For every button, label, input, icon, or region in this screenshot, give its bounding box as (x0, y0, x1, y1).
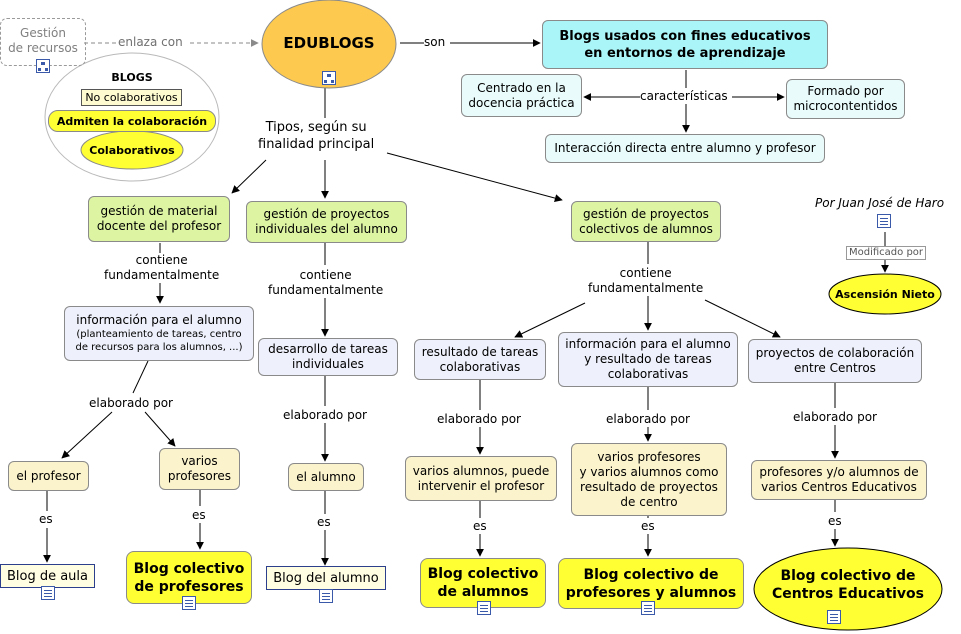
link-label-elaborado-4: elaborado por (606, 412, 690, 427)
link-label-contiene-1: contiene fundamentalmente (104, 253, 220, 283)
modifier-ellipse (828, 273, 942, 315)
main-title: EDUBLOGS (283, 33, 375, 52)
result-blog-profesores: Blog colectivo de profesores (126, 551, 252, 604)
definition-node: Blogs usados con fines educativos en ent… (542, 20, 828, 69)
link-label-caracteristicas: características (640, 89, 728, 104)
legend-item-allows-collaboration: Admiten la colaboración (48, 110, 216, 132)
author-several-teachers: varios profesores (159, 448, 240, 490)
author-student: el alumno (288, 463, 364, 491)
link-label-elaborado-3: elaborado por (437, 412, 521, 427)
document-icon[interactable] (641, 601, 655, 615)
document-icon[interactable] (319, 589, 333, 603)
link-label-es-2: es (192, 508, 206, 523)
author-students-teacher: varios alumnos, puede intervenir el prof… (405, 456, 557, 501)
result-blog-alumno: Blog del alumno (266, 566, 386, 590)
content-individual-tasks: desarrollo de tareas individuales (258, 338, 398, 376)
type-individual-projects: gestión de proyectos individuales del al… (246, 201, 407, 243)
link-label-son: son (424, 35, 446, 50)
content-info-and-tasks: información para el alumno y resultado d… (558, 332, 738, 387)
link-label-contiene-3: contiene fundamentalmente (588, 266, 704, 296)
feature-direct-interaction: Interacción directa entre alumno y profe… (545, 134, 825, 163)
document-icon[interactable] (41, 586, 55, 600)
type-teacher-material: gestión de material docente del profesor (88, 196, 230, 242)
feature-microcontent: Formado por microcontentidos (786, 79, 905, 119)
link-label-enlaza: enlaza con (118, 35, 183, 50)
legend-item-collaborative: Colaborativos (89, 143, 175, 157)
content-inter-center-projects: proyectos de colaboración entre Centros (748, 339, 922, 383)
author-credit: Por Juan José de Haro (815, 196, 945, 211)
concept-map-icon[interactable] (36, 59, 50, 73)
content-student-info-title: información para el alumno (76, 313, 242, 327)
legend-title: BLOGS (111, 71, 153, 84)
blog-centros-ellipse (753, 547, 943, 631)
author-multi-center: profesores y/o alumnos de varios Centros… (751, 460, 927, 500)
link-label-es-3: es (317, 515, 331, 530)
content-collaborative-tasks: resultado de tareas colaborativas (414, 339, 546, 380)
document-icon[interactable] (877, 214, 891, 228)
document-icon[interactable] (182, 596, 196, 610)
modifier-name: Ascensión Nieto (835, 287, 935, 301)
feature-practical-teaching: Centrado en la docencia práctica (461, 74, 582, 117)
link-label-tipos: Tipos, según su finalidad principal (258, 119, 375, 153)
result-blog-alumnos: Blog colectivo de alumnos (420, 558, 546, 608)
link-label-es-6: es (828, 514, 842, 529)
link-label-elaborado-1: elaborado por (89, 396, 173, 411)
link-label-elaborado-2: elaborado por (283, 408, 367, 423)
type-collective-projects: gestión de proyectos colectivos de alumn… (571, 201, 721, 242)
result-blog-aula: Blog de aula (0, 564, 95, 588)
content-student-info: información para el alumno (planteamient… (64, 306, 254, 361)
document-icon[interactable] (827, 610, 841, 624)
link-label-es-4: es (473, 519, 487, 534)
link-label-es-1: es (39, 512, 53, 527)
link-label-es-5: es (641, 519, 655, 534)
concept-map-icon[interactable] (322, 71, 336, 85)
document-icon[interactable] (477, 601, 491, 615)
author-teacher: el profesor (8, 461, 89, 491)
author-teachers-and-students: varios profesores y varios alumnos como … (571, 443, 727, 516)
link-label-contiene-2: contiene fundamentalmente (268, 268, 384, 298)
result-blog-profesores-alumnos: Blog colectivo de profesores y alumnos (558, 558, 744, 609)
link-label-elaborado-5: elaborado por (793, 410, 877, 425)
modified-by-label: Modificado por (846, 246, 927, 260)
result-blog-centros: Blog colectivo de Centros Educativos (771, 568, 925, 602)
legend-item-non-collaborative: No colaborativos (81, 89, 182, 106)
edublogs-ellipse (261, 0, 397, 89)
content-student-info-detail: (planteamiento de tareas, centro de recu… (75, 329, 243, 353)
